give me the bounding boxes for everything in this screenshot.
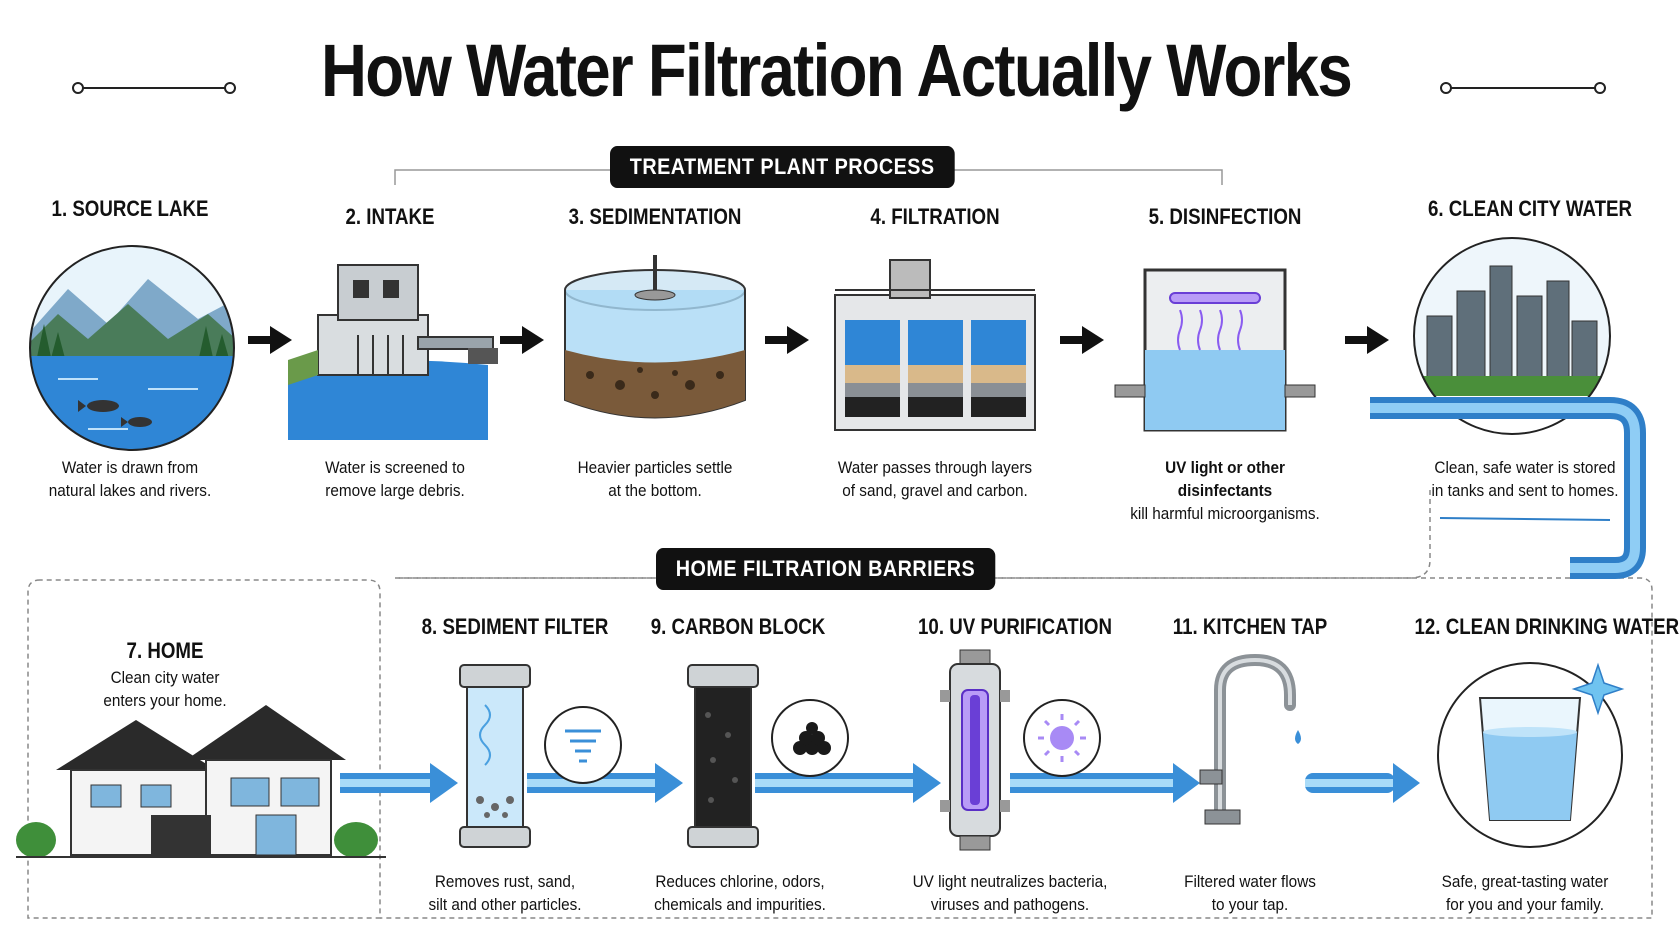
step-title-filtration: 4. FILTRATION xyxy=(870,204,1000,229)
step-desc-sediment-filter: Removes rust, sand,silt and other partic… xyxy=(428,872,582,914)
step-title-clean-city-water: 6. CLEAN CITY WATER xyxy=(1428,196,1632,221)
step-title-carbon-block: 9. CARBON BLOCK xyxy=(650,614,826,639)
house-icon xyxy=(16,705,386,858)
section-pill-home: HOME FILTRATION BARRIERS xyxy=(656,548,995,590)
step-title-intake: 2. INTAKE xyxy=(345,204,435,229)
uv-purifier-icon xyxy=(940,649,1010,851)
water-glass-icon xyxy=(1437,662,1625,848)
flow-arrow-icon xyxy=(1010,763,1200,803)
swirl-icon xyxy=(544,706,622,784)
sediment-filter-icon xyxy=(459,664,531,848)
step-desc-uv-purification: UV light neutralizes bacteria,viruses an… xyxy=(912,872,1108,914)
step-title-clean-drinking-water: 12. CLEAN DRINKING WATER xyxy=(1414,614,1679,639)
step-title-home: 7. HOME xyxy=(126,638,204,663)
kitchen-tap-icon xyxy=(1199,653,1301,825)
step-title-sediment-filter: 8. SEDIMENT FILTER xyxy=(421,614,609,639)
intake-building-icon xyxy=(288,264,498,440)
flow-arrow-icon xyxy=(340,763,458,803)
flow-arrow-icon xyxy=(755,763,941,803)
uv-light-icon xyxy=(1023,699,1101,777)
lake-icon xyxy=(29,245,235,451)
step-title-disinfection: 5. DISINFECTION xyxy=(1148,204,1302,229)
step-title-kitchen-tap: 11. KITCHEN TAP xyxy=(1172,614,1328,639)
sedimentation-tank-icon xyxy=(564,255,746,419)
filtration-beds-icon xyxy=(834,259,1036,431)
city-pipe xyxy=(1370,397,1646,579)
flow-arrow-icon xyxy=(1305,763,1420,803)
step-title-source-lake: 1. SOURCE LAKE xyxy=(51,196,209,221)
section-pill-plant: TREATMENT PLANT PROCESS xyxy=(610,146,955,188)
page-title: How Water Filtration Actually Works xyxy=(320,29,1353,112)
step-desc-carbon-block: Reduces chlorine, odors,chemicals and im… xyxy=(654,872,826,914)
charcoal-icon xyxy=(771,699,849,777)
step-title-uv-purification: 10. UV PURIFICATION xyxy=(918,614,1112,639)
flow-arrow-icon xyxy=(527,763,683,803)
step-title-sedimentation: 3. SEDIMENTATION xyxy=(568,204,742,229)
uv-chamber-icon xyxy=(1114,268,1316,432)
carbon-filter-icon xyxy=(687,664,759,848)
